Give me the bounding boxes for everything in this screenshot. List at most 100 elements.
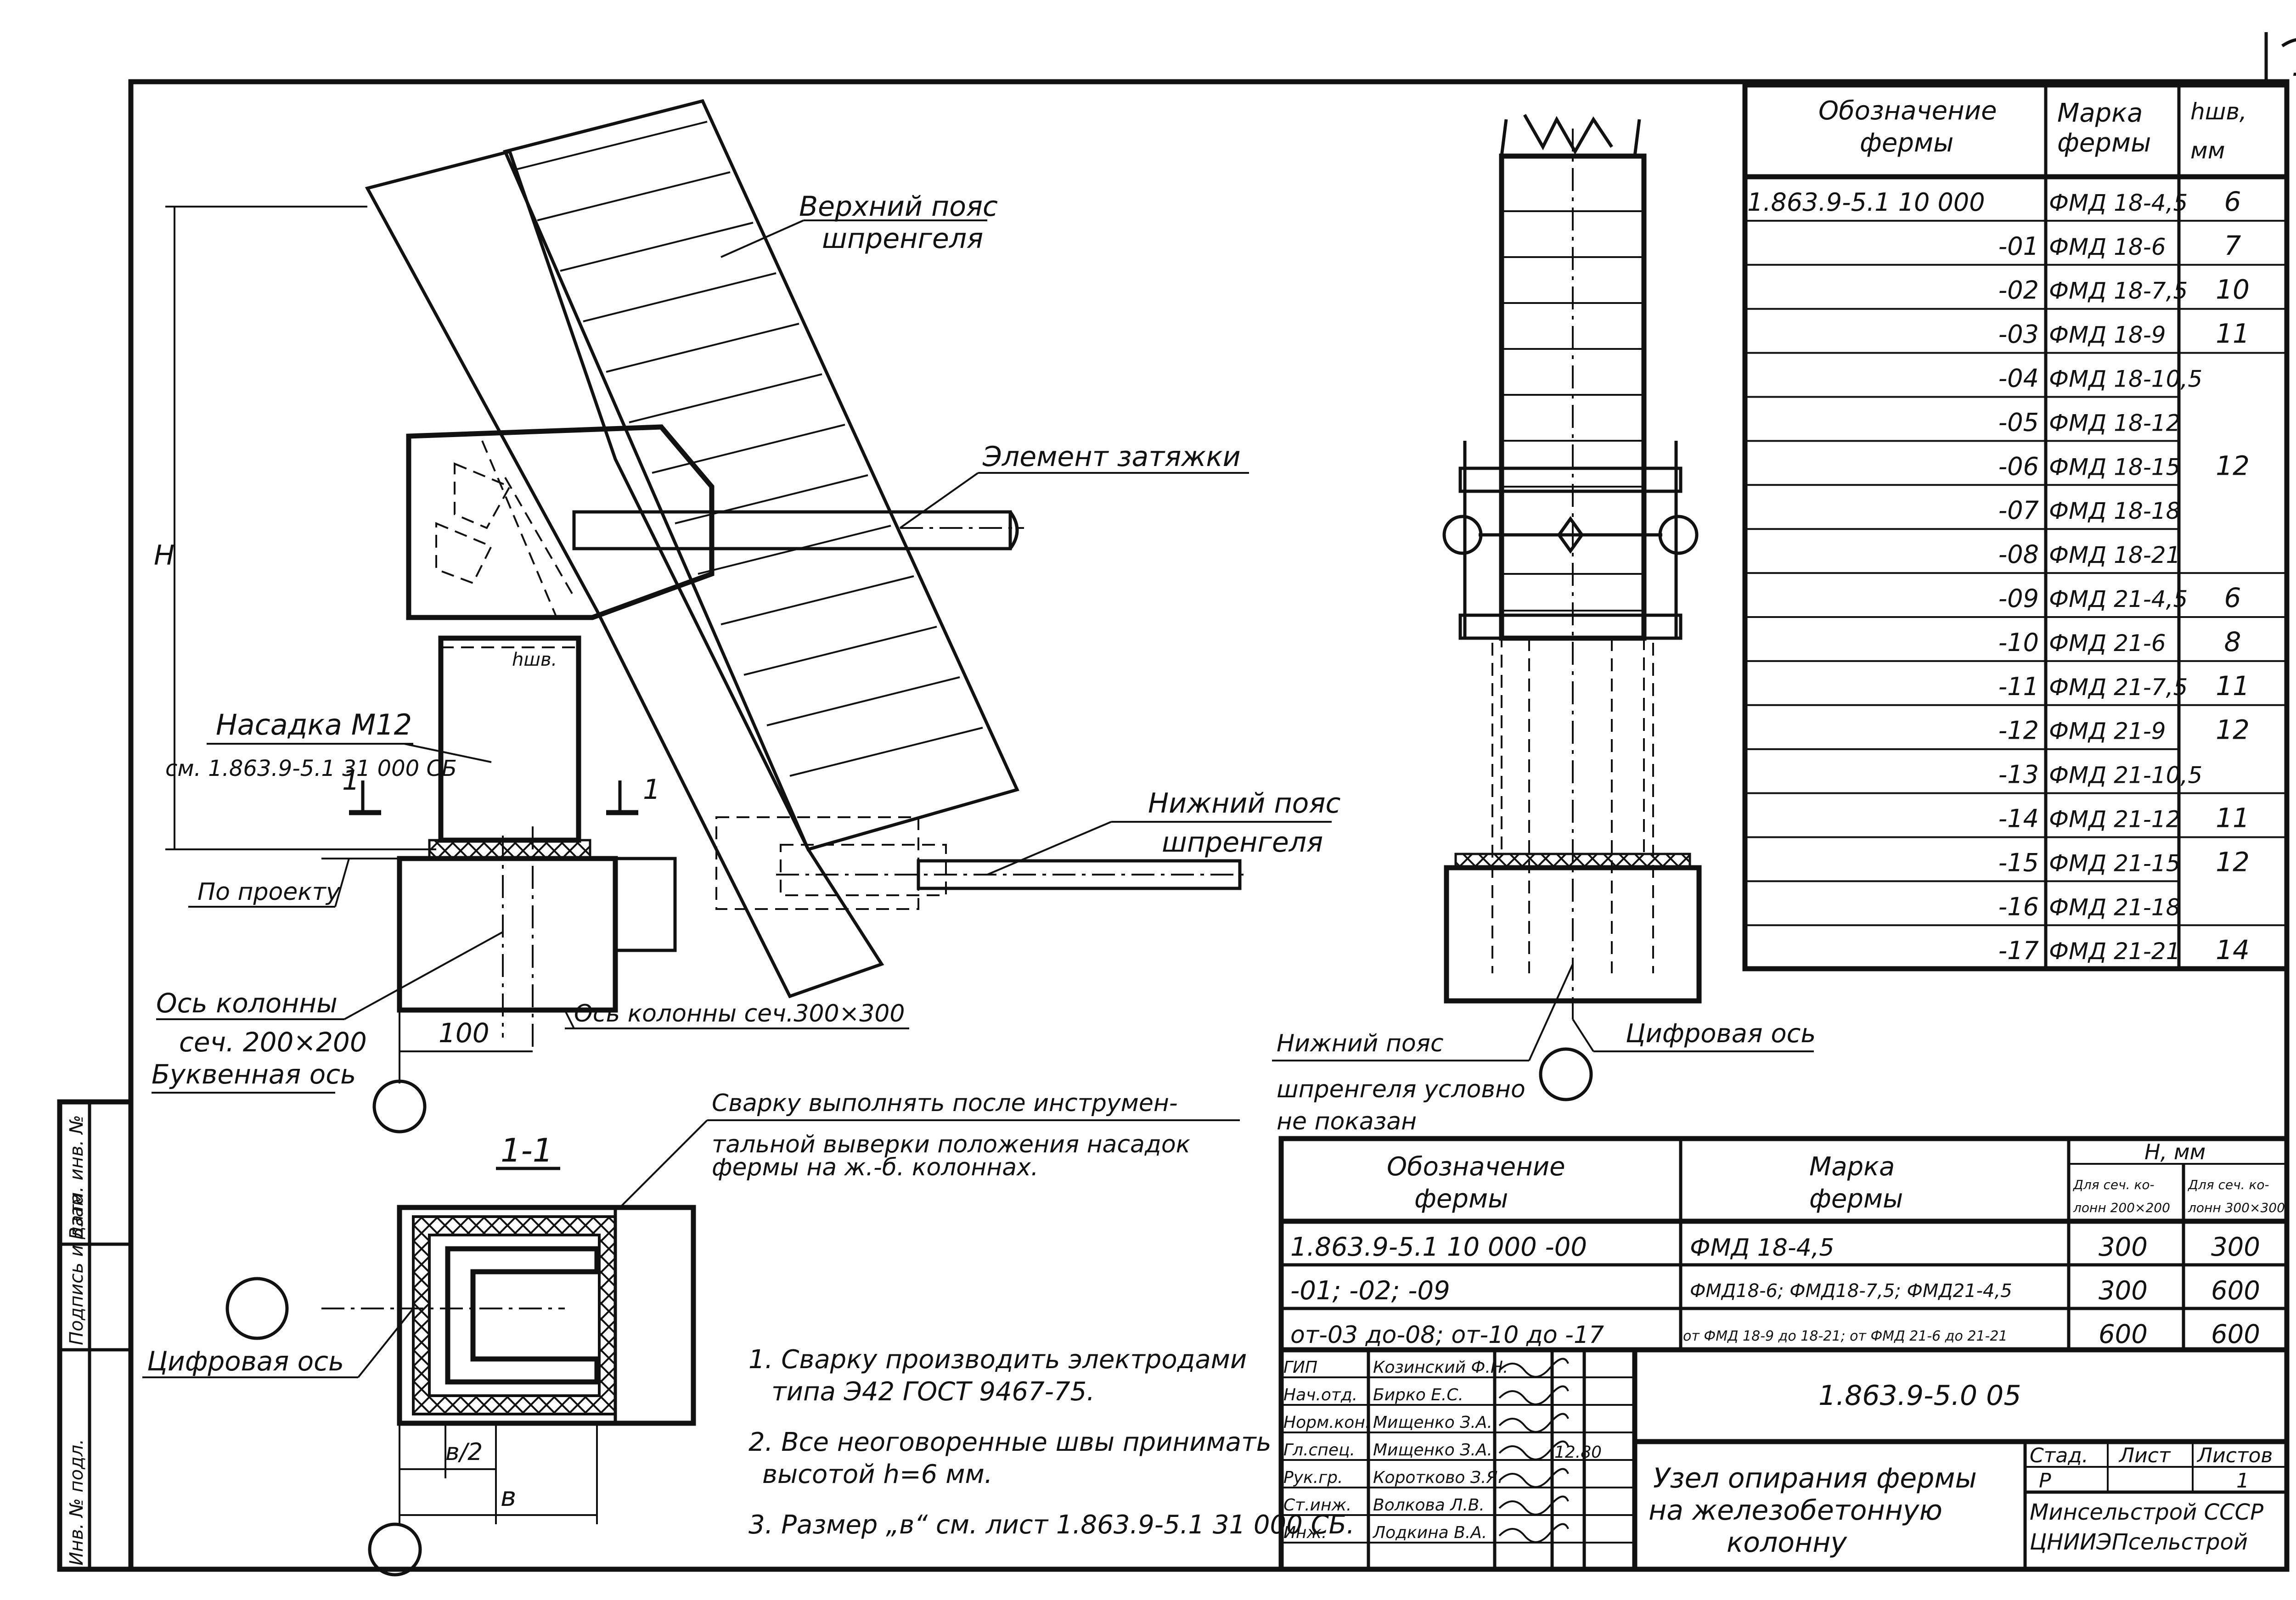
t1-row-hw: 11 — [2216, 318, 2250, 349]
t1-row-hw: 7 — [2224, 230, 2241, 261]
t2-r2-h300: 600 — [2211, 1276, 2260, 1306]
t2-r2-h200: 300 — [2099, 1276, 2148, 1306]
signature — [1498, 1385, 1569, 1405]
stamp-sign-label: Подпись и дата — [66, 1193, 87, 1345]
t1-row-mark: ФМД 18-6 — [2049, 234, 2166, 260]
signer-name: Коротково З.Я. — [1373, 1468, 1503, 1487]
t1-row-mark: ФМД 21-4,5 — [2049, 586, 2188, 612]
tie-element-label: Элемент затяжки — [982, 441, 1241, 473]
section-letter-axis-marker — [368, 1522, 422, 1577]
nozzle-shaft — [438, 635, 581, 843]
sheet-header: Лист — [2118, 1444, 2171, 1467]
t2-r1-designation: 1.863.9-5.1 10 000 -00 — [1290, 1232, 1587, 1262]
t2-r2-mark: ФМД18-6; ФМД18-7,5; ФМД21-4,5 — [1690, 1280, 2012, 1302]
t1-row-hw: 11 — [2216, 803, 2250, 834]
t1-row-designation: -05 — [1998, 408, 2039, 437]
letter-axis-marker — [372, 1079, 427, 1134]
dim-100-label: 100 — [439, 1017, 490, 1049]
t2-sub-200: Для сеч. ко-лонн 200×200 — [2072, 1177, 2170, 1215]
t1-row-designation: -06 — [1998, 452, 2039, 481]
t1-row-hw: 14 — [2216, 934, 2250, 966]
side-digital-axis-label: Цифровая ось — [1626, 1019, 1816, 1049]
signer-name: Лодкина В.А. — [1372, 1523, 1487, 1542]
t1-row-hw: 12 — [2216, 846, 2250, 877]
t1-row-mark: ФМД 21-6 — [2049, 630, 2166, 657]
t1-row-mark: ФМД 21-7,5 — [2049, 674, 2188, 701]
signer-name: Волкова Л.В. — [1373, 1496, 1485, 1515]
t2-r3-mark: от ФМД 18-9 до 18-21; от ФМД 21-6 до 21-… — [1683, 1328, 2008, 1344]
concrete-column — [397, 856, 618, 1013]
t2-r1-h300: 300 — [2211, 1232, 2260, 1262]
sheets-value: 1 — [2236, 1469, 2249, 1493]
upper-chord-hatch — [514, 121, 983, 777]
t1-row-designation: -03 — [1998, 320, 2039, 349]
sheet-number: 13 — [2291, 42, 2296, 84]
t2-r3-h200: 600 — [2099, 1319, 2148, 1349]
signer-role: Нач.отд. — [1283, 1386, 1357, 1404]
section-digital-axis-label: Цифровая ось — [147, 1346, 344, 1377]
t1-row-designation: -09 — [1998, 584, 2039, 613]
signer-role: Норм.кон. — [1283, 1413, 1370, 1432]
upper-chord — [503, 99, 1019, 852]
t2-r1-h200: 300 — [2099, 1232, 2148, 1262]
section-concrete — [397, 1205, 696, 1426]
signer-name: Мищенко З.А. — [1373, 1413, 1492, 1432]
signer-name: Козинский Ф.Н. — [1373, 1358, 1508, 1377]
stage-value: Р — [2039, 1469, 2051, 1493]
tie-rod — [572, 510, 1012, 550]
t1-row-hw: 10 — [2216, 274, 2250, 305]
dim-b-label: в — [501, 1481, 516, 1512]
title-date: 12.80 — [1554, 1443, 1602, 1462]
side-stamp: Инв. № подл. Подпись и дата Взам. инв. № — [57, 1099, 134, 1572]
height-label: H — [154, 539, 174, 572]
weld-height-label: hшв. — [512, 649, 557, 670]
t1-row-mark: ФМД 18-18 — [2049, 498, 2180, 524]
sheet-number-badge: 13 — [2264, 32, 2296, 84]
t1-row-mark: ФМД 18-9 — [2049, 322, 2166, 348]
nozzle-ref: см. 1.863.9-5.1 31 000 СБ — [165, 756, 457, 781]
by-project-label: По проекту — [197, 878, 341, 906]
nozzle-label: Насадка М12 — [216, 708, 412, 741]
t2-header-h: H, мм — [2144, 1140, 2206, 1164]
sheets-header: Листов — [2196, 1444, 2273, 1467]
t1-row-designation: -17 — [1998, 936, 2039, 965]
section-digital-axis-marker — [225, 1277, 289, 1340]
t1-row-designation: -13 — [1998, 760, 2039, 789]
signature — [1498, 1468, 1569, 1488]
signature — [1498, 1523, 1569, 1543]
signer-name: Мищенко З.А. — [1373, 1441, 1492, 1460]
column-axis-300-label: Ось колонны сеч.300×300 — [574, 1000, 905, 1027]
t1-row-designation: 1.863.9-5.1 10 000 — [1747, 188, 1985, 217]
t1-row-mark: ФМД 18-4,5 — [2049, 190, 2188, 216]
letter-axis-label: Буквенная ось — [152, 1059, 356, 1090]
signer-name: Бирко Е.С. — [1373, 1386, 1463, 1404]
t1-row-designation: -16 — [1998, 892, 2039, 921]
t1-row-hw: 8 — [2224, 626, 2241, 657]
signer-role: ГИП — [1283, 1358, 1317, 1377]
stamp-inv-label: Инв. № подл. — [66, 1439, 87, 1566]
t1-row-mark: ФМД 18-10,5 — [2049, 366, 2202, 393]
t1-row-hw: 6 — [2224, 582, 2241, 613]
t1-row-mark: ФМД 18-21 — [2049, 542, 2180, 568]
section-title: 1-1 — [501, 1132, 553, 1169]
signer-role: Инж. — [1283, 1523, 1327, 1542]
section-1-1: 1-1 Сварку выполнять после инструмен-тал… — [142, 1089, 1240, 1577]
stamp-swap-label: Взам. инв. № — [66, 1115, 87, 1240]
t1-row-designation: -14 — [1998, 804, 2039, 833]
t1-row-mark: ФМД 18-12 — [2049, 410, 2180, 436]
t1-row-designation: -04 — [1998, 364, 2039, 393]
t1-row-mark: ФМД 21-10,5 — [2049, 762, 2202, 789]
t1-row-mark: ФМД 18-15 — [2049, 454, 2180, 480]
section-weld-note: Сварку выполнять после инструмен-тальной… — [712, 1089, 1191, 1181]
t1-row-hw: 11 — [2216, 670, 2250, 702]
signature — [1498, 1495, 1569, 1516]
t2-r3-designation: от-03 до-08; от-10 до -17 — [1290, 1321, 1604, 1349]
